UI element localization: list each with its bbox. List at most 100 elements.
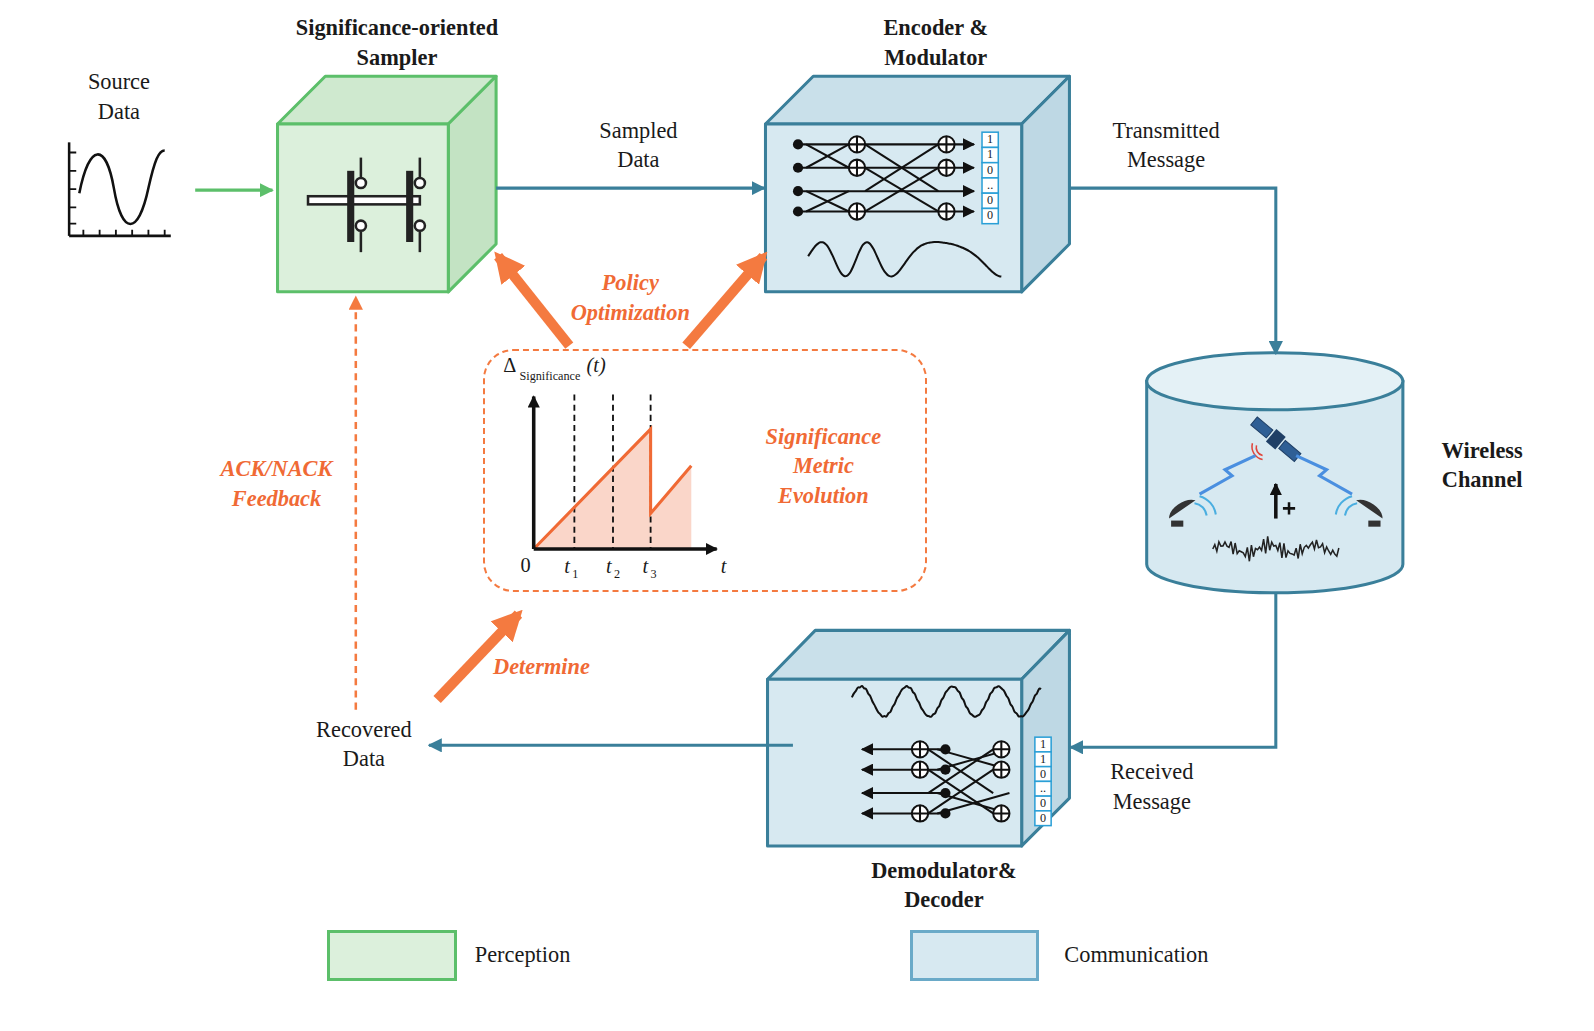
source-signal-icon [69, 153, 165, 236]
output-arrow [429, 744, 793, 747]
ground-dish [1194, 496, 1215, 515]
encoder-network [849, 203, 865, 219]
edge-label: Sampled Data [588, 116, 690, 175]
encoder-network [982, 163, 998, 178]
metric-chart [534, 429, 692, 549]
source-signal-icon [69, 235, 171, 238]
encoder-network [793, 206, 803, 216]
decoder-network [993, 762, 1009, 778]
decoder-network [1035, 767, 1051, 782]
switch-symbol [419, 158, 422, 178]
encoder-block: Encoder & Modulator [765, 76, 1069, 292]
encoder-network [982, 193, 998, 208]
wireless-channel-cylinder: Wireless Channel [1147, 352, 1403, 594]
bit-cell: .. [982, 178, 998, 193]
edge-label: Received Message [1096, 757, 1208, 816]
input-arrow [195, 189, 272, 192]
decoder-network [993, 805, 1009, 821]
channel-cylinder [1147, 381, 1403, 592]
metric-chart [534, 395, 717, 550]
decoder-network [928, 770, 993, 814]
encoder-network [806, 144, 849, 167]
decoder-network [993, 741, 1009, 757]
annotation: Policy Optimization [554, 268, 706, 327]
axis-label: t [642, 553, 648, 580]
encoder-network [865, 144, 938, 191]
decoder-network [848, 686, 1051, 826]
encoder-network [849, 136, 865, 152]
decoder-network [912, 805, 928, 821]
node-title: Significance Metric Evolution [747, 422, 899, 511]
encoder-cube [765, 76, 1069, 124]
noise-adder [1276, 484, 1295, 519]
axis-label: Significance [519, 368, 580, 384]
decoder-network [928, 770, 993, 814]
encoder-network [806, 191, 849, 211]
axis-label: 1 [572, 566, 578, 582]
ground-dish [1336, 496, 1357, 515]
connector-arrow [496, 187, 764, 190]
decoder-network [1035, 796, 1051, 811]
switch-symbol [415, 221, 425, 231]
decoder-network [928, 749, 993, 793]
decoder-network [912, 762, 928, 778]
satellite-icon [1249, 415, 1303, 464]
node-title: Significance-oriented Sampler [265, 13, 529, 72]
metric-chart [574, 395, 650, 550]
decoder-network [862, 769, 945, 771]
encoder-network [793, 132, 1001, 276]
radio-link [1200, 456, 1256, 495]
radio-link [1296, 456, 1352, 495]
decoder-network [912, 741, 928, 757]
bit-cell: 0 [1035, 767, 1051, 782]
encoder-network [865, 168, 938, 212]
decoder-network [1035, 752, 1051, 767]
satellite-icon [1279, 441, 1301, 462]
sampler-cube [278, 76, 497, 292]
channel-cylinder [1147, 353, 1403, 593]
encoder-network [938, 160, 954, 176]
decoder-network [1035, 737, 1051, 752]
legend-swatch [910, 930, 1039, 981]
bit-cell: 0 [982, 208, 998, 223]
encoder-cube [765, 76, 1069, 292]
noise-adder [1274, 484, 1278, 519]
legend-text: Perception [475, 940, 571, 970]
axis-label: t [721, 553, 727, 580]
satellite-icon [1251, 417, 1273, 438]
bit-cell: 0 [982, 163, 998, 178]
encoder-network [849, 136, 865, 152]
sampler-cube [448, 76, 496, 292]
bit-cell: 1 [982, 147, 998, 162]
encoder-network [982, 208, 998, 223]
decoder-cube [768, 630, 1070, 679]
axis-label: 2 [614, 566, 620, 582]
metric-chart [532, 397, 536, 550]
decoder-network [862, 812, 945, 814]
decoder-network [852, 686, 1041, 717]
switch-symbol [308, 158, 425, 253]
annotation: Source Data [73, 67, 164, 126]
ground-dish [1169, 500, 1195, 519]
ground-dish [1171, 521, 1183, 527]
decoder-network [912, 805, 928, 821]
encoder-network [938, 136, 954, 152]
switch-symbol [356, 221, 366, 231]
axis-label: t [564, 553, 570, 580]
legend-text: Communication [1064, 940, 1208, 970]
decoder-network [912, 741, 928, 757]
feedback-arrow [355, 297, 358, 710]
connector-arrow [498, 256, 569, 345]
encoder-network [865, 144, 938, 191]
encoder-network [938, 160, 954, 176]
axis-label: 0 [520, 552, 530, 579]
node-title: Demodulator& Decoder [855, 856, 1033, 915]
encoder-network [793, 186, 803, 196]
decoder-cube [768, 630, 1070, 846]
source-signal-icon [69, 142, 171, 236]
annotation: Recovered Data [308, 715, 420, 774]
connector-arrow [1070, 594, 1275, 748]
edge-label: Transmitted Message [1100, 116, 1232, 175]
noise-waveform [1213, 536, 1339, 561]
